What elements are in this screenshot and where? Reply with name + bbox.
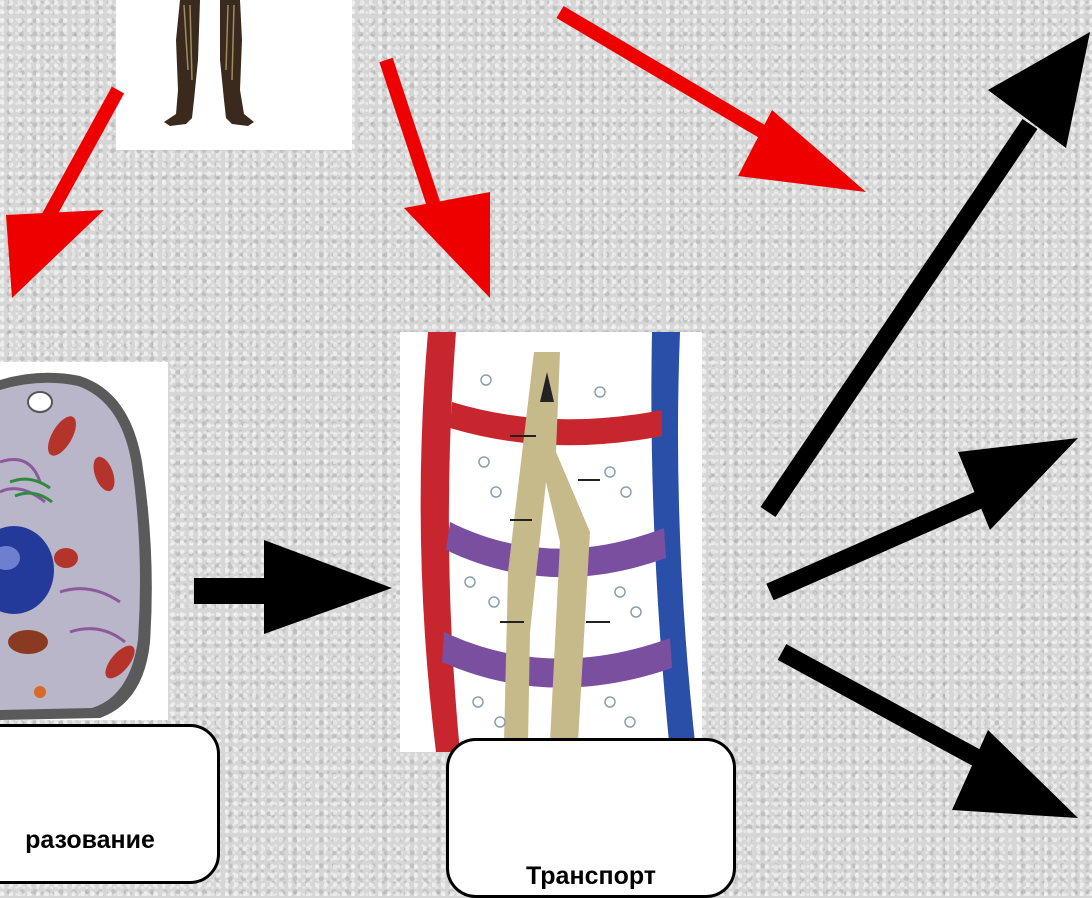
red-arrow-middle bbox=[386, 60, 490, 298]
red-arrows bbox=[6, 12, 866, 298]
label-transport-text: Транспорт bbox=[526, 862, 656, 891]
black-arrow-up-right bbox=[768, 32, 1090, 512]
label-formation-text: разование bbox=[25, 826, 155, 855]
black-arrow-cell-to-tissue bbox=[194, 540, 392, 634]
black-arrow-down-right bbox=[782, 652, 1078, 818]
red-arrow-left bbox=[6, 90, 118, 298]
label-box-formation: разование bbox=[0, 724, 220, 884]
black-arrow-right bbox=[770, 438, 1078, 592]
label-box-transport: Транспорт bbox=[446, 738, 736, 898]
black-arrows bbox=[194, 32, 1090, 818]
arrows-layer bbox=[0, 0, 1092, 833]
red-arrow-right bbox=[560, 12, 866, 192]
